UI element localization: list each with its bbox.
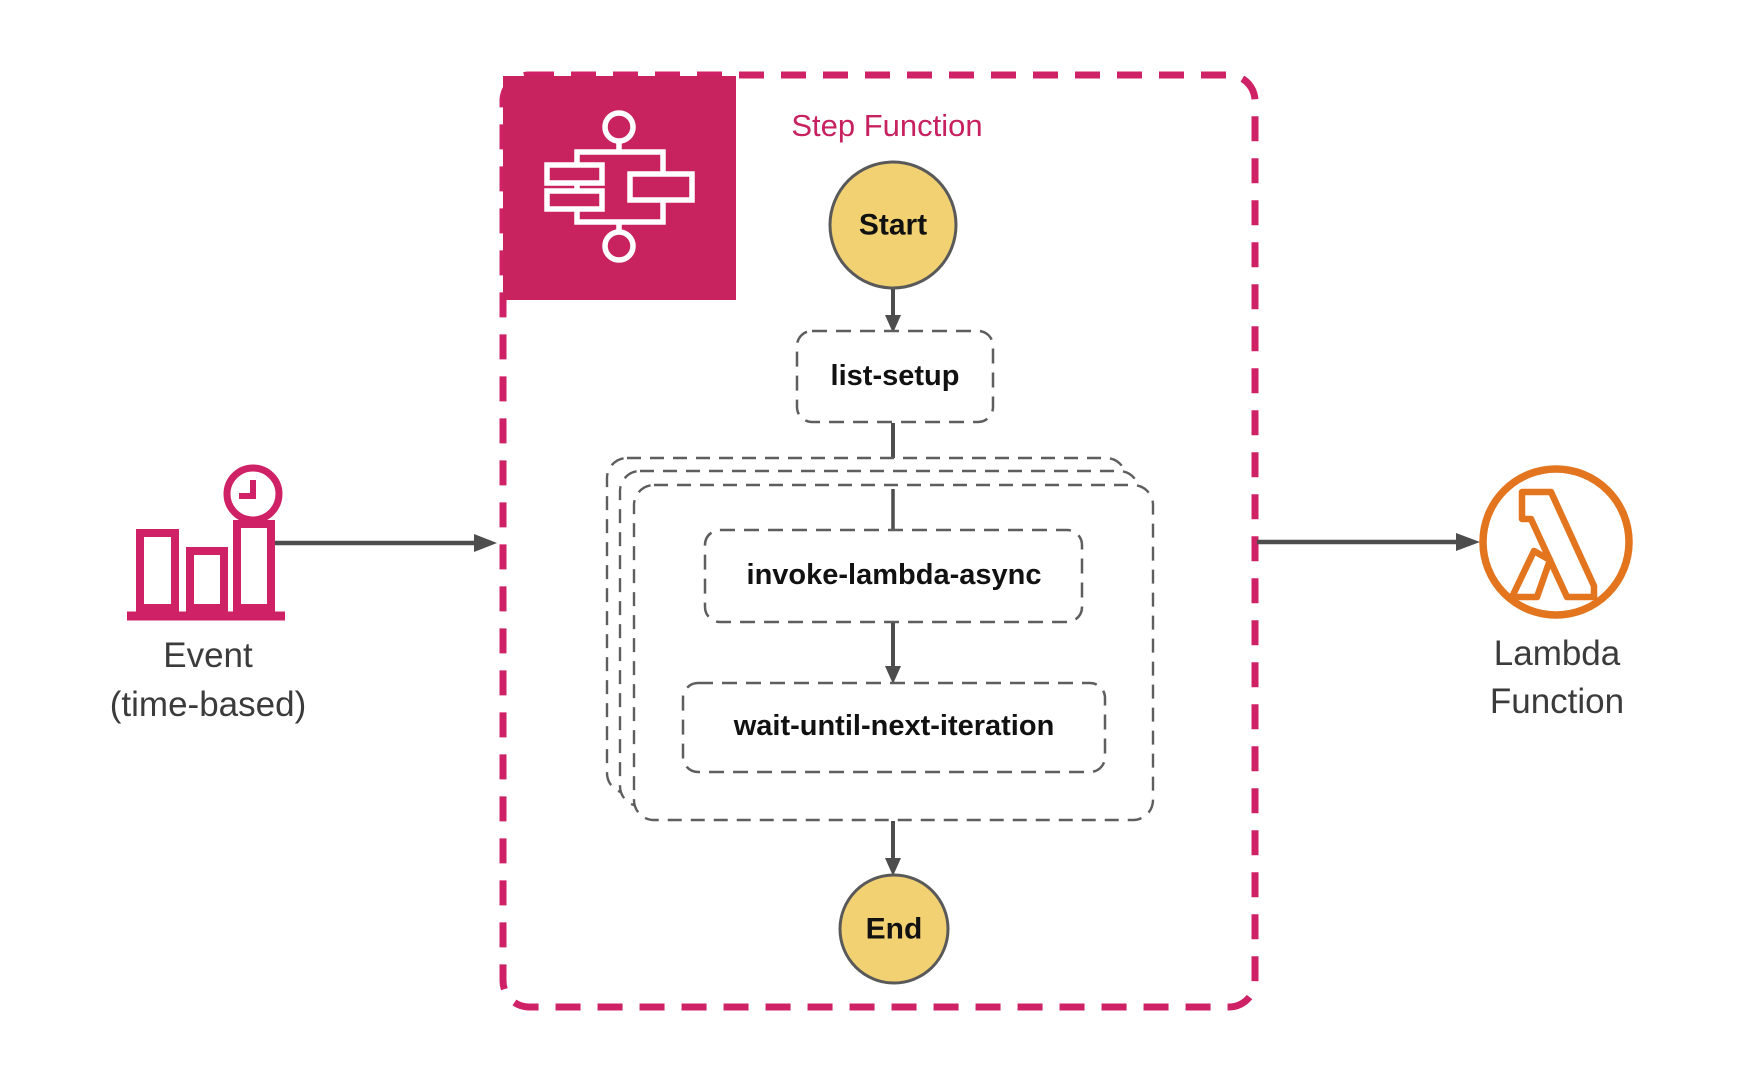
arrow-event-to-stepfunction bbox=[275, 534, 497, 552]
arrowhead bbox=[885, 666, 901, 684]
arrowhead bbox=[1456, 533, 1480, 551]
arrow-invoke-to-wait bbox=[885, 623, 901, 684]
arrowhead bbox=[474, 534, 497, 552]
event-caption-line1: Event bbox=[163, 635, 253, 675]
state-box-list-setup bbox=[795, 329, 995, 424]
lambda-caption-line1: Lambda bbox=[1493, 633, 1621, 673]
lambda-icon-glyph bbox=[1508, 488, 1598, 601]
start-node-label: Start bbox=[858, 208, 928, 242]
state-label-invoke-lambda-async: invoke-lambda-async bbox=[746, 559, 1042, 592]
arrow-start-to-list-setup bbox=[885, 289, 901, 333]
state-label-list-setup: list-setup bbox=[830, 360, 960, 393]
clock-hands bbox=[239, 480, 256, 499]
arrowhead bbox=[885, 315, 901, 333]
state-box-wait-until-next-iteration bbox=[681, 681, 1107, 774]
lambda-caption-line2: Function bbox=[1489, 681, 1625, 721]
state-box-invoke-lambda-async bbox=[703, 528, 1084, 624]
state-label-wait-until-next-iteration: wait-until-next-iteration bbox=[733, 710, 1055, 743]
time-based-event-icon bbox=[127, 464, 285, 621]
arrow-container-to-end bbox=[885, 821, 901, 876]
end-node bbox=[838, 873, 950, 985]
step-function-boundary bbox=[499, 71, 1259, 1011]
event-caption-line2: (time-based) bbox=[109, 684, 307, 724]
arrowhead bbox=[885, 858, 901, 876]
lambda-icon bbox=[1479, 465, 1633, 619]
arrow-stepfunction-to-lambda bbox=[1257, 533, 1480, 551]
step-function-title: Step Function bbox=[791, 107, 983, 143]
start-node bbox=[828, 160, 958, 290]
step-functions-icon-background bbox=[503, 76, 736, 300]
step-functions-icon bbox=[503, 76, 736, 300]
end-node-label: End bbox=[865, 912, 923, 946]
step-functions-icon-glyph bbox=[544, 110, 695, 263]
